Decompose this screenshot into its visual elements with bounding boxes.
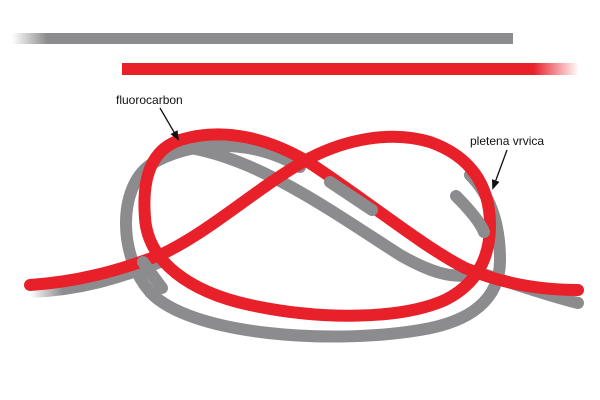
braided-line-straight	[12, 33, 513, 44]
braided-line-label: pletena vrvica	[470, 134, 545, 148]
fluorocarbon-label: fluorocarbon	[116, 93, 183, 107]
braided-line-arrow	[492, 149, 508, 190]
fluorocarbon-arrow	[159, 107, 180, 141]
fluorocarbon-line-straight	[122, 63, 579, 75]
braided-line-overlaps	[137, 176, 490, 294]
